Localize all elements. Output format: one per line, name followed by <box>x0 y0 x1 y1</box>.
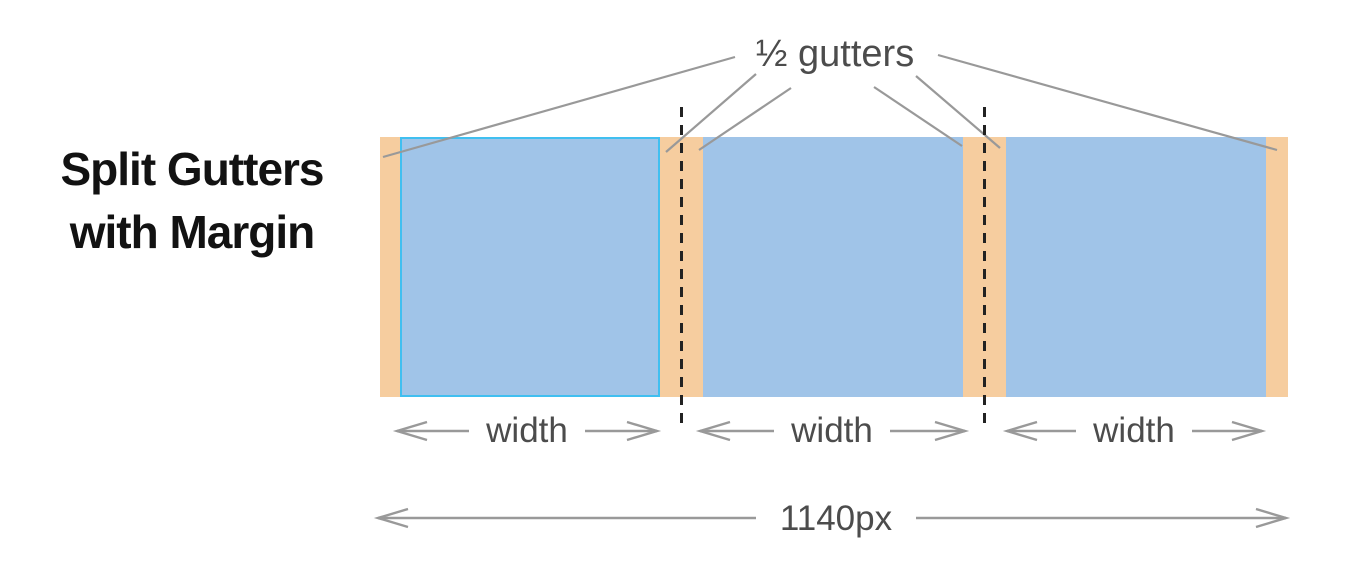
gutter-2 <box>963 137 1006 397</box>
width-label-1: width <box>486 411 568 450</box>
width-arrow-1-right-arrowhead-icon <box>626 420 662 442</box>
column-1-highlighted <box>400 137 660 397</box>
column-2 <box>703 137 963 397</box>
left-margin-strip <box>380 137 400 397</box>
column-3 <box>1006 137 1266 397</box>
width-arrow-3-right-arrowhead-icon <box>1231 420 1267 442</box>
total-width-arrow-right-arrowhead-icon <box>1255 507 1291 529</box>
width-arrow-1-left-arrowhead-icon <box>392 420 428 442</box>
leader-line-right-margin <box>937 53 1278 152</box>
title-line-2: with Margin <box>69 206 316 258</box>
width-arrow-2-left-arrowhead-icon <box>695 420 731 442</box>
right-margin-strip <box>1266 137 1288 397</box>
total-width-label: 1140px <box>779 499 893 538</box>
half-gutters-label: ½ gutters <box>755 33 915 75</box>
gutter-1 <box>660 137 703 397</box>
diagram-title: Split Gutters with Margin <box>18 138 366 264</box>
width-label-3: width <box>1093 411 1175 450</box>
width-label-2: width <box>791 411 873 450</box>
total-width-arrow-left-arrowhead-icon <box>373 507 409 529</box>
width-arrow-3-left-arrowhead-icon <box>1002 420 1038 442</box>
width-arrow-2-right-arrowhead-icon <box>934 420 970 442</box>
title-line-1: Split Gutters <box>60 143 324 195</box>
